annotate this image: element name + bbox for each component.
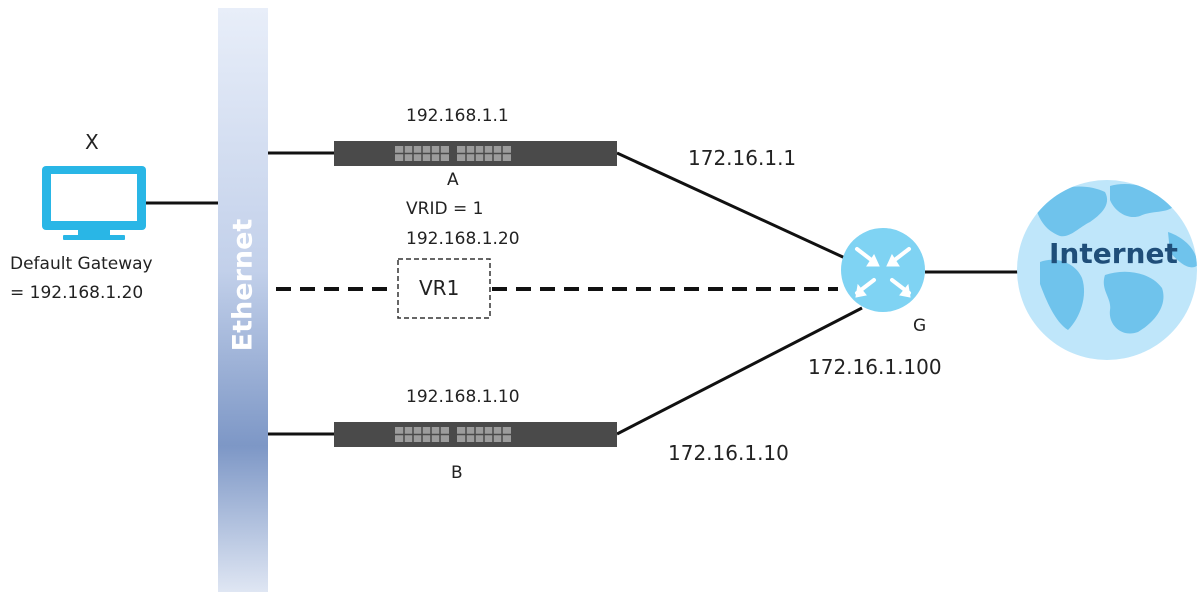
virtual-router-box [397, 258, 491, 319]
router-a-ip-label: 192.168.1.1 [406, 106, 509, 126]
host-name-label: X [85, 130, 99, 154]
computer-icon [42, 166, 146, 240]
router-b-to-gateway-link [616, 306, 863, 436]
default-gateway-ip-label: = 192.168.1.20 [10, 283, 144, 303]
vrid-label: VRID = 1 [406, 199, 484, 219]
gateway-router-icon [841, 228, 925, 312]
router-a-wan-ip-label: 172.16.1.1 [688, 146, 797, 170]
router-a-name-label: A [447, 170, 459, 190]
router-b-ip-label: 192.168.1.10 [406, 387, 520, 407]
switch-b-icon [334, 422, 617, 447]
router-b-name-label: B [451, 463, 463, 483]
virtual-router-name-label: VR1 [419, 276, 460, 300]
internet-label: Internet [1049, 237, 1178, 270]
ethernet-label: Ethernet [227, 218, 259, 352]
switch-a-icon [334, 141, 617, 166]
gateway-ip-label: 172.16.1.100 [808, 355, 942, 379]
ethernet-lan-bar [218, 8, 268, 592]
internet-globe-icon [1017, 180, 1197, 360]
router-a-to-gateway-link [616, 151, 846, 260]
router-b-wan-ip-label: 172.16.1.10 [668, 441, 789, 465]
default-gateway-label: Default Gateway [10, 254, 153, 274]
virtual-router-ip-label: 192.168.1.20 [406, 229, 520, 249]
gateway-name-label: G [913, 316, 927, 336]
